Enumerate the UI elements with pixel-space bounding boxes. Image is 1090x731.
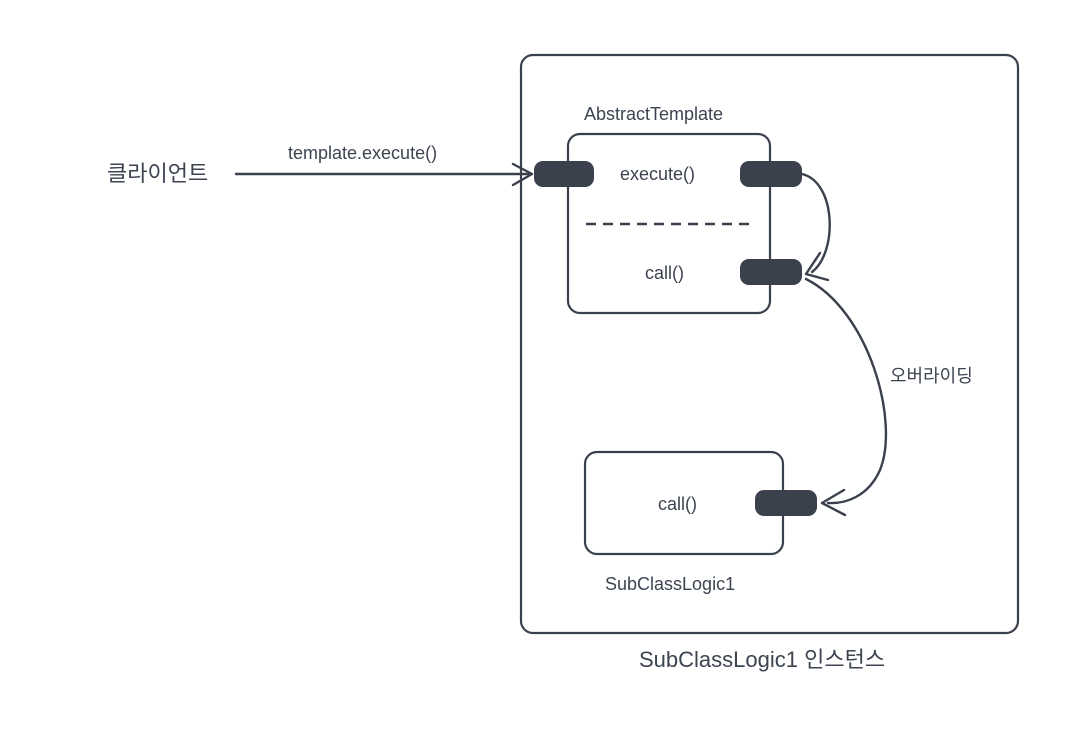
abstract-template-method-call: call() xyxy=(645,263,684,283)
edge-call-to-subclass-call xyxy=(804,277,888,505)
edge-call-to-subclass-arrowhead xyxy=(820,488,847,517)
port-execute-right[interactable] xyxy=(740,161,802,187)
instance-caption: SubClassLogic1 인스턴스 xyxy=(639,647,885,672)
abstract-template-method-execute: execute() xyxy=(620,164,695,184)
client-call-arrowhead xyxy=(511,162,534,187)
abstract-template-box[interactable] xyxy=(566,132,772,315)
edge-execute-to-call xyxy=(800,172,831,274)
port-subclass-call-right[interactable] xyxy=(755,490,817,516)
abstract-template-title: AbstractTemplate xyxy=(584,104,723,124)
client-label: 클라이언트 xyxy=(107,161,208,186)
port-call-right[interactable] xyxy=(740,259,802,285)
subclass-logic1-method-call: call() xyxy=(658,494,697,514)
client-call-label: template.execute() xyxy=(288,143,437,163)
subclass-logic1-title: SubClassLogic1 xyxy=(605,574,735,594)
edge-execute-to-call-arrowhead xyxy=(804,251,830,282)
port-execute-left[interactable] xyxy=(534,161,594,187)
instance-container-box[interactable] xyxy=(519,53,1020,635)
overriding-label: 오버라이딩 xyxy=(890,366,973,386)
